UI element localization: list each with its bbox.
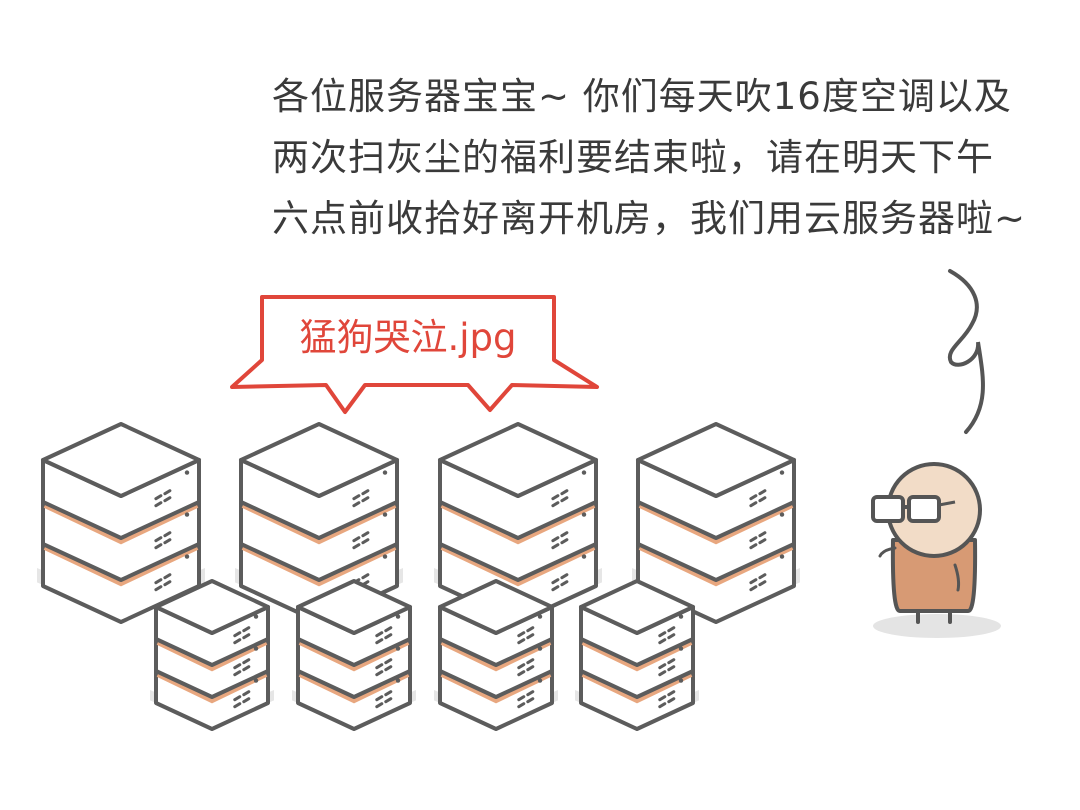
narration-text: 各位服务器宝宝~ 你们每天吹16度空调以及 两次扫灰尘的福利要结束啦，请在明天下… [272, 66, 1062, 249]
vent-icon [233, 658, 251, 677]
narration-line-3: 六点前收拾好离开机房，我们用云服务器啦~ [272, 197, 1027, 240]
vent-icon [658, 690, 676, 709]
vent-icon [517, 690, 535, 709]
narration-line-1: 各位服务器宝宝~ 你们每天吹16度空调以及 [272, 75, 1012, 118]
front-server-stack-1 [150, 579, 274, 731]
thought-squiggle [947, 269, 985, 434]
vent-icon [233, 690, 251, 709]
vent-icon [352, 531, 370, 550]
back-server-stack-2 [235, 422, 403, 624]
vent-icon [658, 658, 676, 677]
vent-icon [517, 658, 535, 677]
vent-icon [375, 626, 393, 645]
vent-icon [517, 626, 535, 645]
observer-character [871, 462, 1001, 638]
narration-line-2: 两次扫灰尘的福利要结束啦，请在明天下午 [272, 136, 994, 179]
vent-icon [749, 489, 767, 508]
vent-icon [375, 690, 393, 709]
vent-icon [551, 573, 569, 592]
back-server-stack-1 [37, 422, 205, 624]
speech-bubble: 猛狗哭泣.jpg [230, 295, 599, 414]
vent-icon [233, 626, 251, 645]
front-server-stack-3 [434, 579, 558, 731]
vent-icon [551, 531, 569, 550]
vent-icon [154, 531, 172, 550]
vent-icon [154, 489, 172, 508]
speech-bubble-text: 猛狗哭泣.jpg [299, 316, 516, 359]
vent-icon [551, 489, 569, 508]
vent-icon [749, 531, 767, 550]
back-server-stack-3 [434, 422, 602, 624]
vent-icon [375, 658, 393, 677]
server-stacks [37, 422, 800, 731]
vent-icon [154, 573, 172, 592]
back-server-stack-4 [632, 422, 800, 624]
vent-icon [749, 573, 767, 592]
glasses-icon [871, 495, 956, 523]
vent-icon [658, 626, 676, 645]
front-server-stack-2 [292, 579, 416, 731]
vent-icon [352, 489, 370, 508]
front-server-stack-4 [575, 579, 699, 731]
